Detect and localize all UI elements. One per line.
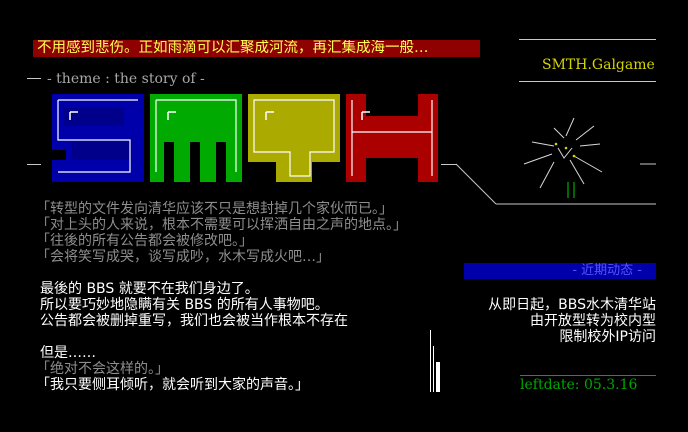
paragraph-line-3: 公告都会被删掉重写，我们也会被当作根本不存在: [40, 313, 348, 329]
top-right-rule: [519, 39, 656, 40]
announcement-line-1: 从即日起，BBS水木清华站: [488, 297, 656, 313]
banner-message: 不用感到悲伤。正如雨滴可以汇聚成河流，再汇集成海一般…: [33, 40, 480, 57]
flower-decoration: [523, 117, 603, 198]
quote-line-2: 「对上头的人来说，根本不需要可以挥洒自由之声的地点。」: [36, 217, 407, 233]
quote-listen: 「我只要侧耳倾听，就会听到大家的声音。」: [36, 377, 309, 393]
paragraph-line-1: 最後的 BBS 就要不在我们身边了。: [40, 281, 259, 297]
theme-left-dash: [27, 78, 41, 79]
quote-line-4: 「会将笑写成哭，谈写成吵，水木写成火吧…」: [36, 249, 330, 265]
recent-news-bar[interactable]: - 近期动态 -: [464, 263, 656, 279]
logo-underline: [441, 164, 457, 165]
leftdate-rule: [520, 375, 656, 376]
theme-caption: - theme : the story of -: [47, 71, 205, 87]
vertical-bar-graphic: [430, 330, 440, 392]
logo-letter-t: [248, 94, 340, 182]
quote-line-3: 「往後的所有公告都会被修改吧。」: [36, 233, 253, 249]
but-text: 但是……: [40, 345, 96, 361]
board-name[interactable]: SMTH.Galgame: [542, 57, 655, 73]
diagonal-connector: [455, 163, 656, 205]
logo-letter-h: [346, 94, 438, 182]
right-corner-rule-a: [519, 81, 656, 82]
quote-line-1: 「转型的文件发向清华应该不只是想封掉几个家伙而已。」: [36, 201, 393, 217]
logo-letter-m: [150, 94, 242, 182]
announcement-line-3: 限制校外IP访问: [559, 329, 656, 345]
paragraph-line-2: 所以要巧妙地隐瞒有关 BBS 的所有人事物吧。: [40, 297, 329, 313]
quote-never: 「绝对不会这样的。」: [36, 361, 169, 377]
left-logo-dash: [27, 164, 41, 165]
smth-logo: [50, 94, 438, 182]
leftdate-text: leftdate: 05.3.16: [520, 377, 638, 393]
logo-letter-s: [50, 94, 144, 182]
announcement-line-2: 由开放型转为校内型: [530, 313, 656, 329]
